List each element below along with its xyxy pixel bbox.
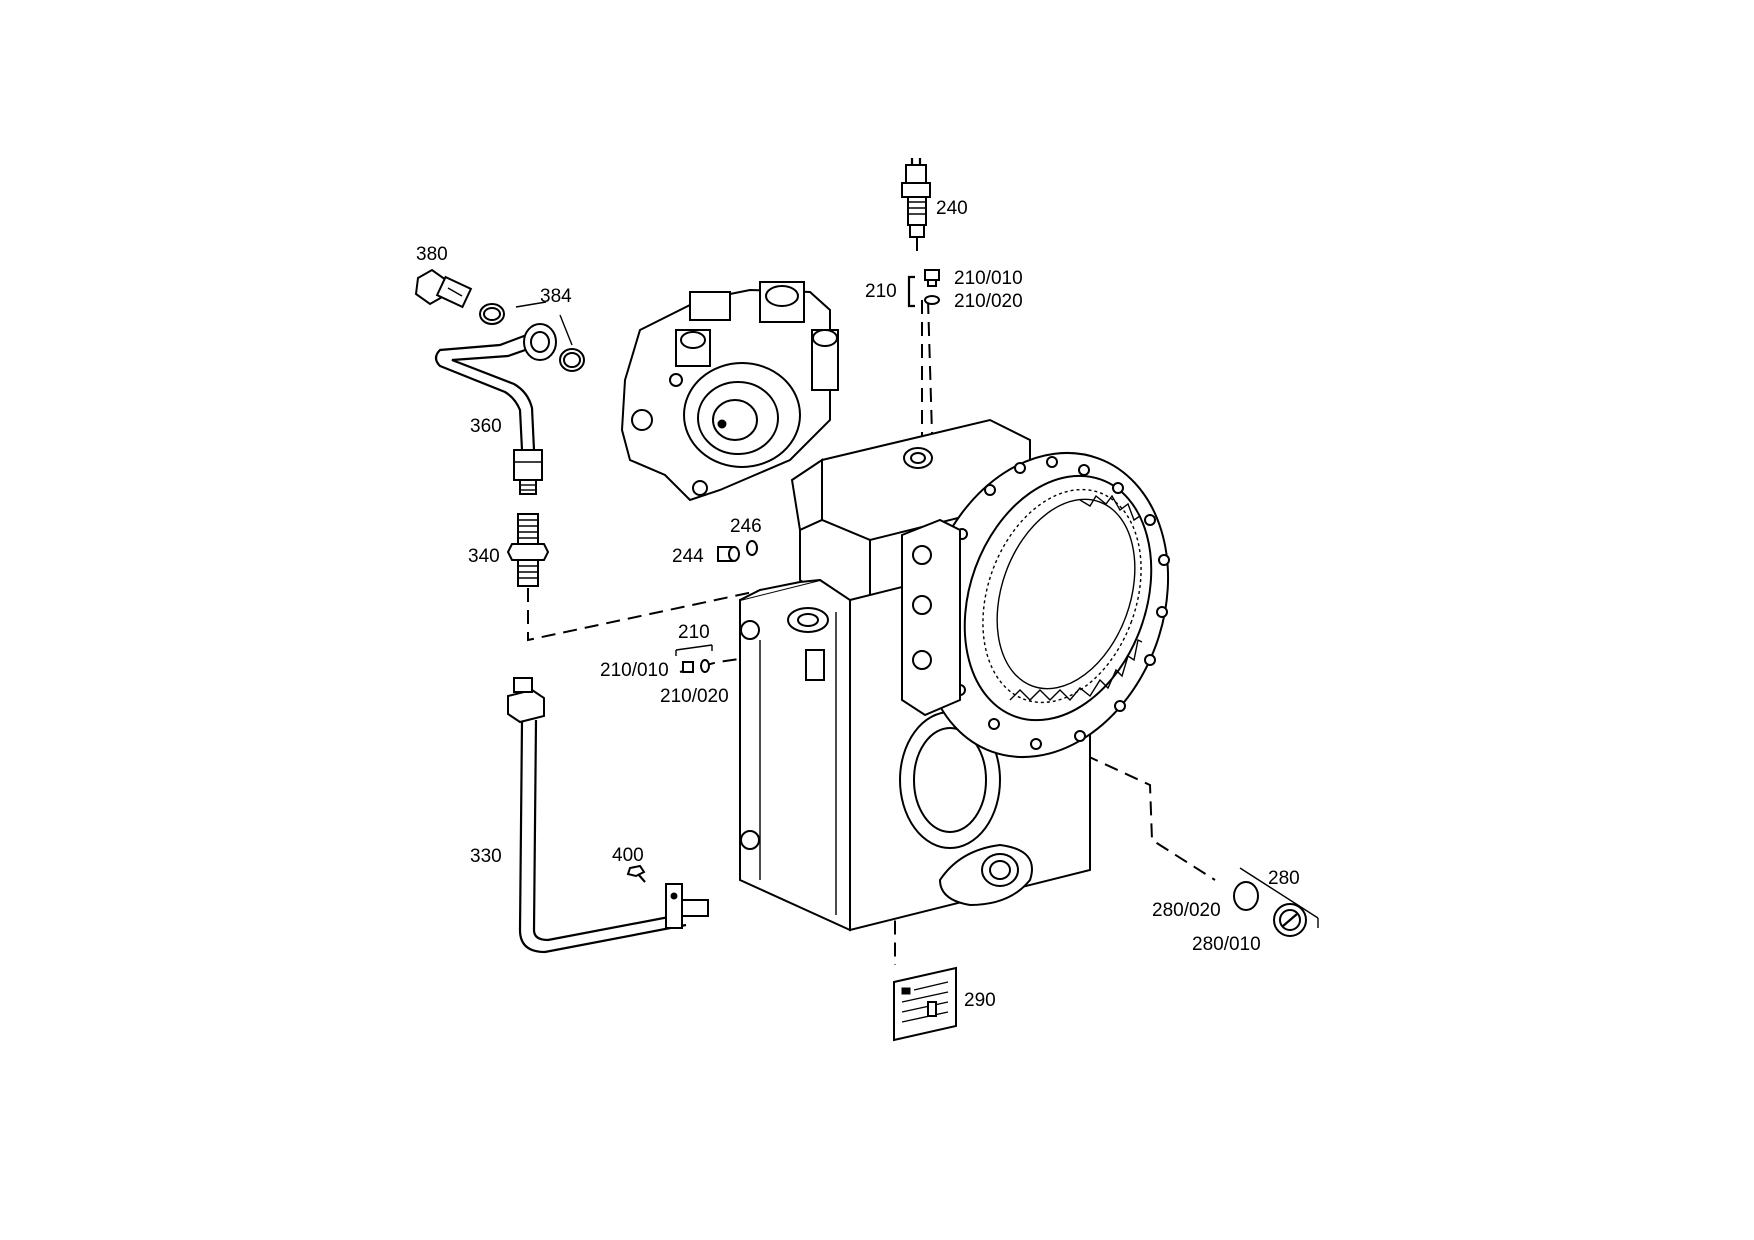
valve-block — [620, 281, 839, 502]
part-210-top-plug — [907, 269, 940, 308]
part-340-fitting — [506, 513, 550, 587]
label-330: 330 — [470, 846, 502, 867]
label-384: 384 — [540, 286, 572, 307]
part-210-mid-plug — [675, 644, 713, 673]
label-280: 280 — [1268, 868, 1300, 889]
label-244: 244 — [672, 546, 704, 567]
part-360-pipe — [434, 323, 557, 495]
part-290-nameplate — [893, 966, 957, 1042]
label-210-top: 210 — [865, 281, 897, 302]
part-280-plug — [1233, 867, 1319, 937]
label-400: 400 — [612, 845, 644, 866]
housing-side-boss — [901, 518, 961, 717]
label-290: 290 — [964, 990, 996, 1011]
label-210-mid: 210 — [678, 622, 710, 643]
label-240: 240 — [936, 198, 968, 219]
label-210-010-top: 210/010 — [954, 268, 1023, 289]
label-246: 246 — [730, 516, 762, 537]
flange-bolt-holes — [940, 456, 1170, 750]
part-240-sensor — [901, 158, 931, 238]
part-330-pipe — [507, 677, 709, 954]
label-340: 340 — [468, 546, 500, 567]
label-210-010-mid: 210/010 — [600, 660, 669, 681]
label-380: 380 — [416, 244, 448, 265]
label-210-020-top: 210/020 — [954, 291, 1023, 312]
label-280-020: 280/020 — [1152, 900, 1221, 921]
ring-gear-flange — [920, 451, 1170, 759]
label-280-010: 280/010 — [1192, 934, 1261, 955]
label-210-020-mid: 210/020 — [660, 686, 729, 707]
part-244-246-plug — [717, 540, 758, 562]
part-400-screw — [626, 864, 646, 883]
part-384-seal-rings — [479, 301, 585, 372]
label-360: 360 — [470, 416, 502, 437]
callout-labels: 240 210 210/010 210/020 380 384 360 246 … — [416, 198, 1300, 1011]
part-380-banjo-bolt — [414, 268, 473, 309]
